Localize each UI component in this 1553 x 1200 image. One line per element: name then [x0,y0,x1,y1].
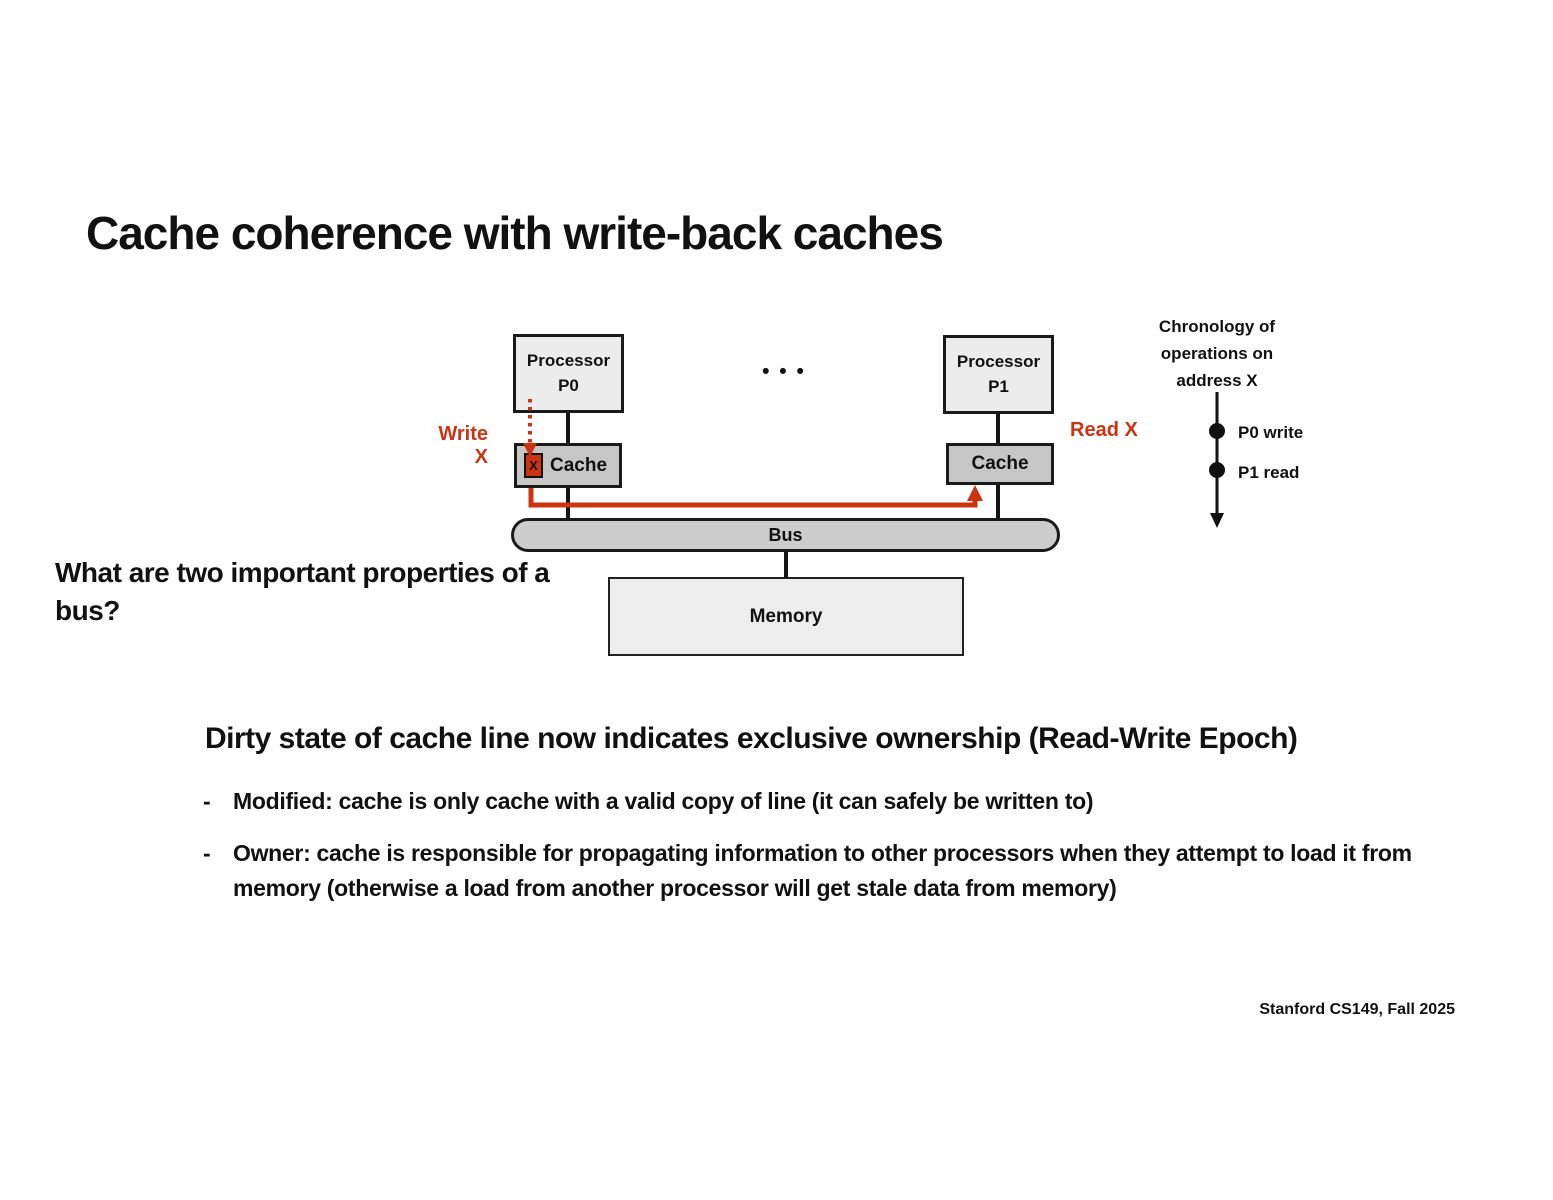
processor-p0-box: Processor P0 [513,334,624,413]
list-item: - Owner: cache is responsible for propag… [203,836,1445,907]
cache-p0-box: X Cache [514,443,622,488]
bullet-owner: Owner: cache is responsible for propagat… [233,839,1412,902]
bullet-list: - Modified: cache is only cache with a v… [203,784,1445,907]
write-x-label: Write X [438,423,488,468]
memory-box: Memory [608,577,964,656]
read-x-label: Read X [1070,419,1138,441]
bus-label: Bus [768,524,803,545]
ellipsis-dots: • • • [762,360,806,383]
memory-label: Memory [749,605,823,627]
timeline-event-p0-write: P0 write [1238,423,1304,442]
processor-p0-name: P0 [558,375,579,395]
bullet-dash: - [203,839,211,866]
bus-box: Bus [511,518,1060,552]
chronology-heading: Chronology of operations on address X [1158,317,1276,391]
bus-properties-question: What are two important properties of a b… [55,557,550,626]
cache-p0-label: Cache [550,454,608,476]
bullet-dash: - [203,788,211,814]
dirty-line-x-tag: X [524,453,543,478]
processor-cache-connectors [566,411,1000,578]
cache-p1-box: Cache [946,443,1054,485]
bus-transfer-arrow [528,485,983,508]
bullet-modified: Modified: cache is only cache with a val… [233,788,1094,814]
processor-p0-label: Processor [526,350,611,370]
processor-p1-label: Processor [956,351,1041,371]
page-title: Cache coherence with write-back caches [86,207,944,259]
dirty-state-heading: Dirty state of cache line now indicates … [205,722,1298,755]
cache-p1-label: Cache [971,453,1029,474]
timeline-event-p1-read: P1 read [1238,463,1300,482]
list-item: - Modified: cache is only cache with a v… [203,784,1445,820]
processor-p1-name: P1 [988,376,1009,396]
timeline [1209,392,1225,528]
processor-p1-box: Processor P1 [943,335,1054,414]
course-footer: Stanford CS149, Fall 2025 [1259,1001,1455,1018]
